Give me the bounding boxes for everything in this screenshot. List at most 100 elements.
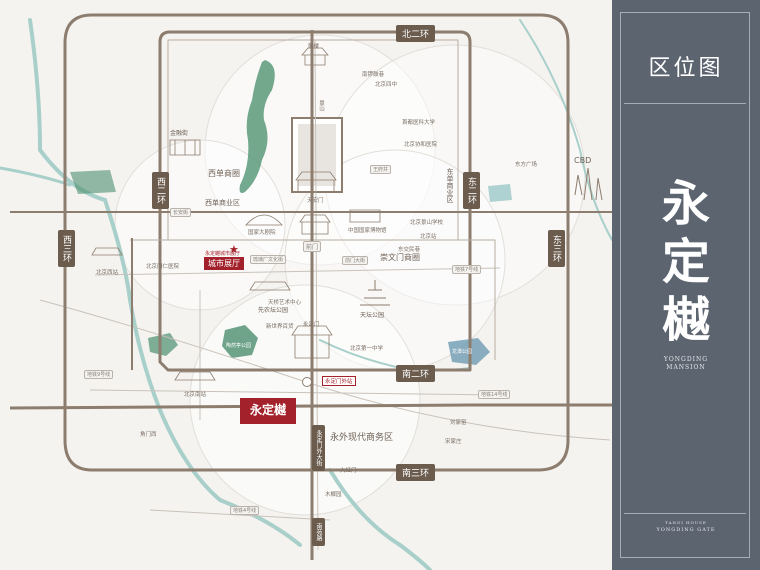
city-showroom-label[interactable]: 城市展厅 xyxy=(204,257,244,270)
inner-south-ring xyxy=(130,239,496,360)
poi-label: 角门西 xyxy=(140,432,157,438)
brand-en-line1: YONGDING xyxy=(663,356,709,363)
road-badge-yongdingmen-ave: 永定门外大街 xyxy=(312,425,325,471)
metro-label-line7: 地铁7号线 xyxy=(452,265,482,274)
label-liulichang: 琉璃厂文化街 xyxy=(250,255,287,264)
metro-label-line9: 地铁9号线 xyxy=(84,370,114,379)
park-northeast xyxy=(488,184,512,202)
label-longtan: 龙潭公园 xyxy=(452,349,473,355)
poi-label: 天桥艺术中心 xyxy=(268,300,302,306)
label-cbd: CBD xyxy=(574,156,592,165)
poi-label: 北京第一中学 xyxy=(350,346,384,352)
road-badge-north2: 北二环 xyxy=(396,25,436,42)
poi-label: 南锣鼓巷 xyxy=(362,72,385,78)
label-chongwenmen: 崇文门商圈 xyxy=(380,253,420,262)
xiannongtan-sketch xyxy=(249,281,291,291)
road-badge-west2: 西二环 xyxy=(152,172,169,209)
coverage-circles xyxy=(114,34,586,516)
tiantan-sketch xyxy=(360,280,390,306)
ring-roads xyxy=(9,13,612,560)
project-location-pin-icon[interactable] xyxy=(302,377,312,387)
road-badge-nanyuan: 南苑路 xyxy=(312,518,325,546)
park-west-green xyxy=(70,170,116,194)
label-beijing-south: 北京南站 xyxy=(184,392,207,398)
poi-label: 刘家窑 xyxy=(450,420,467,426)
label-tiantan: 天坛公园 xyxy=(360,312,385,319)
label-dajuyuan: 国家大剧院 xyxy=(248,230,276,236)
label-qianmen-street: 前门大街 xyxy=(342,256,369,265)
qianmen-sketch xyxy=(299,214,331,235)
poi-label: 北京景山学校 xyxy=(410,220,444,226)
road-badge-south2: 南二环 xyxy=(396,365,436,382)
ring-3 xyxy=(63,13,570,472)
label-qianmen: 前门 xyxy=(303,241,322,252)
metro-label-line4: 地铁4号线 xyxy=(230,506,260,515)
label-xiannongtan: 先农坛公园 xyxy=(258,307,289,314)
tiananmen-sketch xyxy=(295,171,337,193)
yongdingmen-sketch xyxy=(291,325,333,359)
label-jingshan: 景山 xyxy=(318,100,324,111)
panel-title: 区位图 xyxy=(648,56,724,81)
panel-divider-bottom xyxy=(624,513,746,514)
label-beijing-west: 北京西站 xyxy=(96,270,119,276)
showroom-note: 永定樾城市展厅 xyxy=(205,251,241,257)
label-xidan: 西单商圈 xyxy=(208,169,240,178)
project-logo[interactable]: 永定樾 xyxy=(240,398,296,424)
river-northeast xyxy=(519,19,612,241)
title-panel xyxy=(612,0,760,570)
park-west xyxy=(148,333,178,356)
poi-label: 首都医科大学 xyxy=(402,120,436,126)
gulou-sketch xyxy=(301,47,329,66)
road-badge-south3: 南三环 xyxy=(396,464,436,481)
westst-sketch xyxy=(91,247,123,256)
label-tiananmen: 天安门 xyxy=(307,198,324,204)
poi-label: 北京同仁医院 xyxy=(146,264,180,270)
label-dongsi: 东单商业区 xyxy=(446,168,454,203)
ring-2 xyxy=(158,30,472,372)
finance-sketch xyxy=(169,139,201,156)
map-canvas[interactable]: 北二环 南二环 南三环 西二环 东二环 西三环 东三环 永定门外大街 南苑路 长… xyxy=(0,0,612,570)
cbd-sketch xyxy=(574,167,603,201)
river-south xyxy=(328,468,432,570)
park-taoranting xyxy=(222,325,258,358)
title-panel-frame xyxy=(620,12,750,558)
label-finance: 金融街 xyxy=(170,130,189,137)
metro-label-line14: 地铁14号线 xyxy=(478,390,511,399)
metro-lines xyxy=(39,39,611,551)
poi-label: 北京协和医院 xyxy=(404,142,438,148)
panel-divider-top xyxy=(624,103,746,104)
showroom-star-icon: ★ xyxy=(229,243,239,256)
label-bowuguan: 中国国家博物馆 xyxy=(348,228,387,234)
brand-char-2: 定 xyxy=(661,234,710,290)
poi-label: 宋家庄 xyxy=(445,439,462,445)
label-beijing-station: 北京站 xyxy=(420,234,437,240)
yongdingmen-outer-station: 永定门外站 xyxy=(322,376,356,386)
label-gulou: 鼓楼 xyxy=(308,44,320,50)
river-west xyxy=(28,18,302,547)
dajuyuan-sketch xyxy=(245,214,283,226)
label-xidan-biz: 西单商业区 xyxy=(205,199,240,207)
map-graphics xyxy=(0,13,612,570)
poi-label: 北京四中 xyxy=(375,82,398,88)
poi-label: 大红门 xyxy=(340,468,357,474)
label-taoranting: 陶然亭公园 xyxy=(226,343,252,349)
brand-footer-name: YONGDING GATE xyxy=(656,527,716,533)
brand-en-line2: MANSION xyxy=(666,364,706,371)
poi-label: 东方广场 xyxy=(515,162,538,168)
poi-label: 东交民巷 xyxy=(398,247,421,253)
road-badge-east3: 东三环 xyxy=(548,230,565,267)
label-chang-an: 长安街 xyxy=(170,208,192,217)
southst-sketch xyxy=(174,371,216,381)
landmark-sketches xyxy=(91,47,603,381)
poi-label: 木樨园 xyxy=(325,492,342,498)
brand-char-3: 樾 xyxy=(661,292,710,348)
label-yongdingmen: 永定门 xyxy=(303,322,320,328)
label-yongwai: 永外现代商务区 xyxy=(330,433,394,443)
lake-houhai xyxy=(239,60,275,194)
road-badge-east2: 东二环 xyxy=(463,172,480,209)
label-wangfujing: 王府井 xyxy=(370,165,392,174)
bowuguan-sketch xyxy=(349,209,381,223)
road-badge-west3: 西三环 xyxy=(58,230,75,267)
poi-label: 新世界百货 xyxy=(266,324,294,330)
